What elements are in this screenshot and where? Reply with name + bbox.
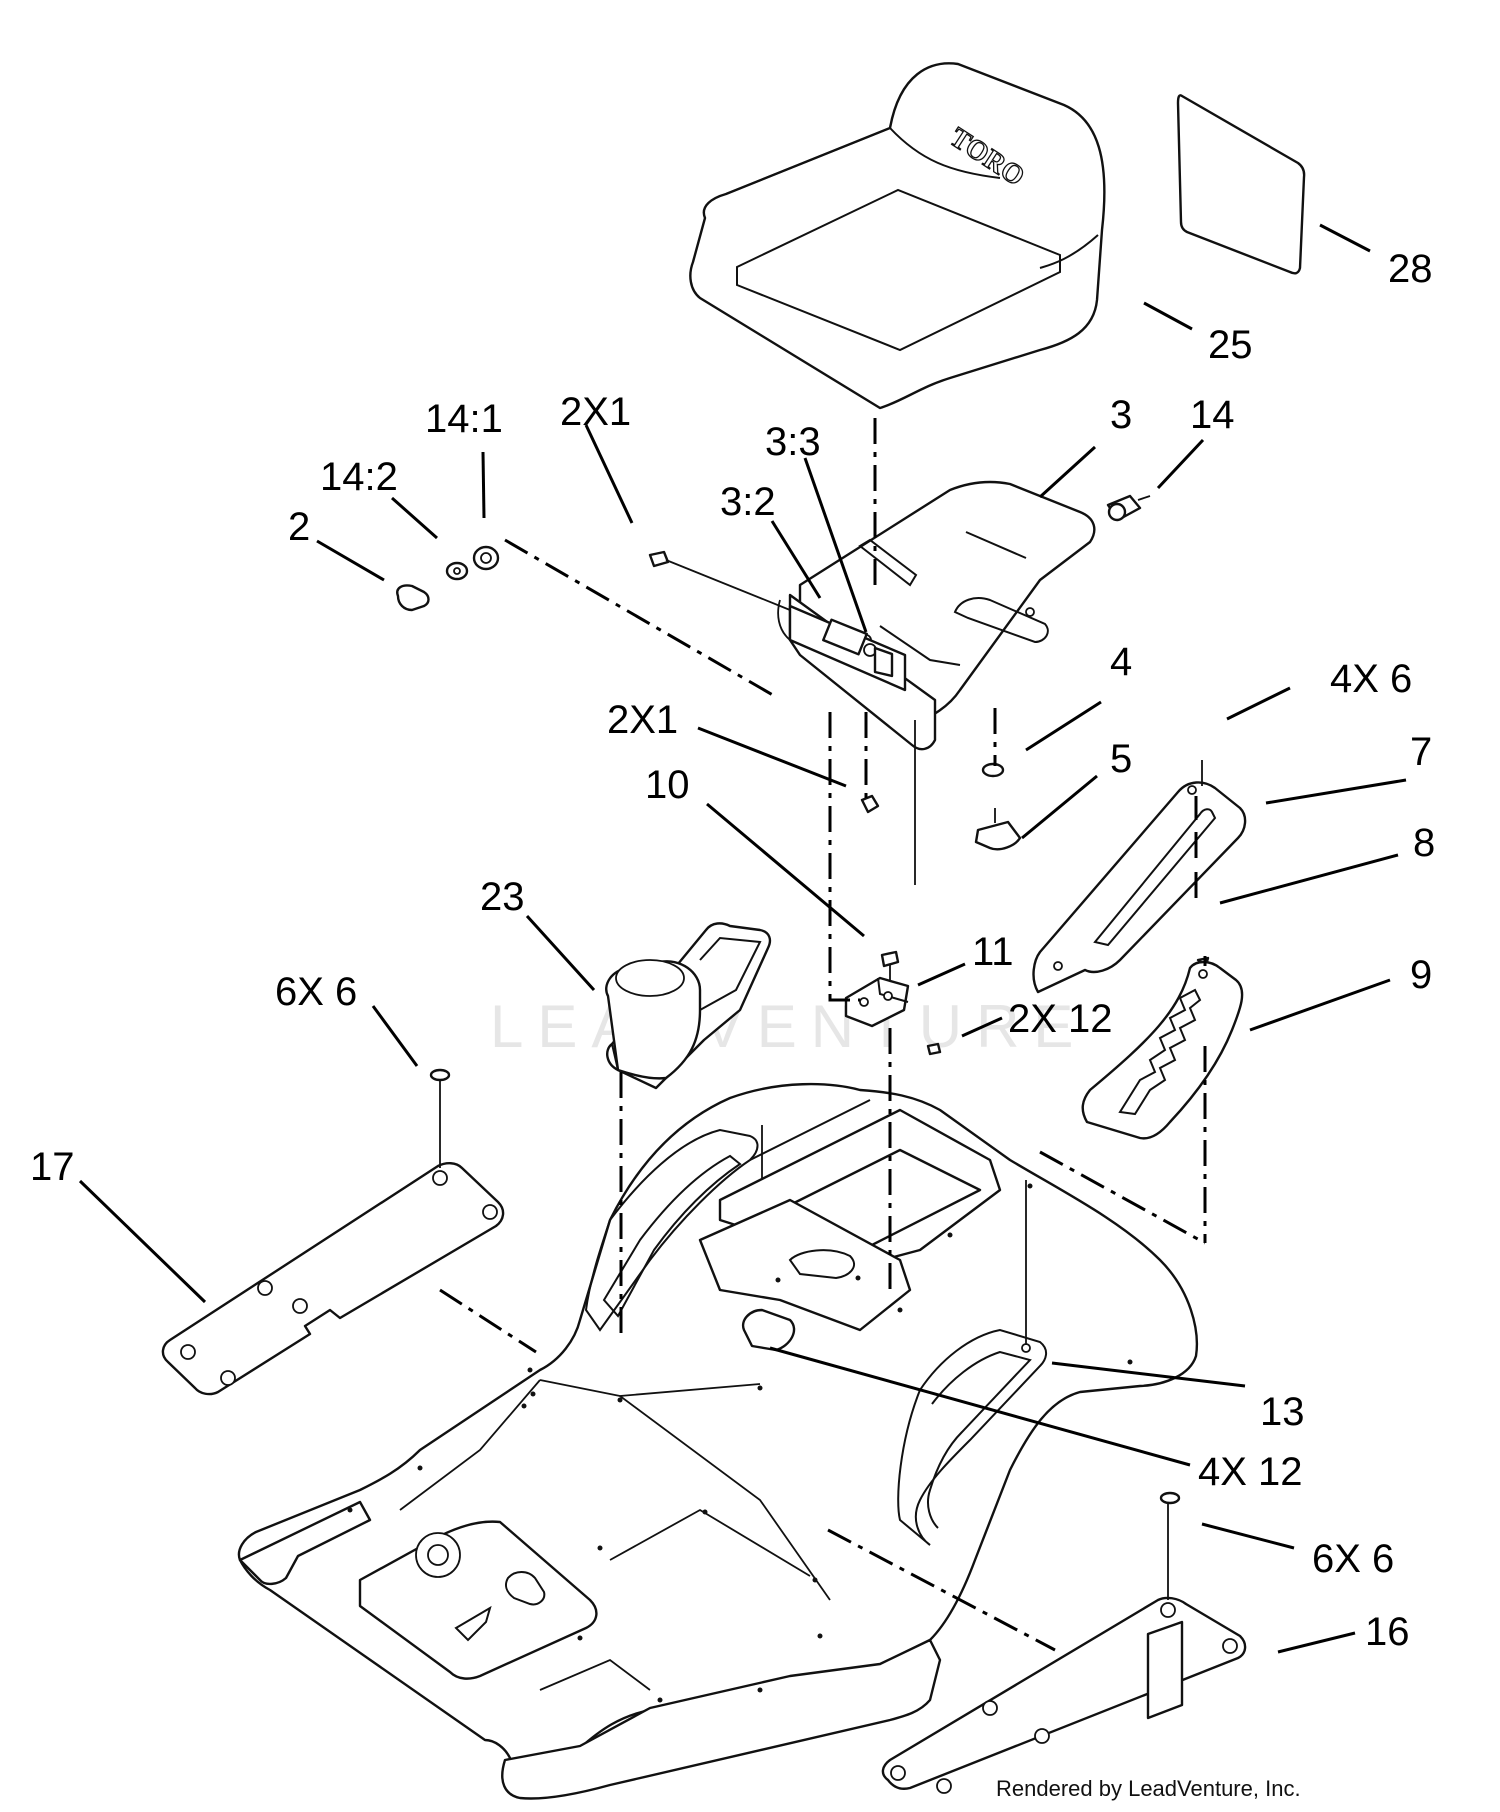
callout-7: 7	[1410, 730, 1432, 774]
part-2x1-bolt-top	[648, 550, 791, 611]
callout-3-3: 3:3	[765, 420, 821, 464]
part-16-plate	[881, 1491, 1247, 1794]
part-11-bracket	[844, 976, 910, 1028]
callout-17: 17	[30, 1145, 75, 1189]
watermark: LEADVENTURE	[490, 993, 1087, 1060]
callout-8: 8	[1413, 821, 1435, 865]
callout-14: 14	[1190, 393, 1235, 437]
part-14-switch	[1106, 494, 1151, 522]
render-credit: Rendered by LeadVenture, Inc.	[996, 1776, 1301, 1801]
callout-10: 10	[645, 763, 690, 807]
center-lines	[439, 418, 1207, 1652]
callout-14-2: 14:2	[320, 455, 398, 499]
callout-28: 28	[1388, 247, 1433, 291]
part-2x1-nut-mid	[860, 794, 880, 814]
callout-6x6-right: 6X 6	[1312, 1537, 1394, 1581]
part-4-washer	[981, 762, 1005, 778]
part-2-knob	[396, 584, 430, 612]
callout-2x1-mid: 2X1	[607, 698, 678, 742]
part-17-plate	[161, 1068, 505, 1396]
callout-11: 11	[972, 930, 1014, 974]
leader-lines	[78, 223, 1407, 1654]
part-14-1-spacer	[472, 545, 500, 571]
callout-2: 2	[288, 505, 310, 549]
part-fender-body	[237, 1082, 1198, 1800]
part-28-decal	[1176, 94, 1306, 275]
callout-labels: 28 25 3 14 14:1 2X1 3:3 14:2 3:2 2 4X 6 …	[30, 247, 1435, 1654]
callout-3: 3	[1110, 393, 1132, 437]
callout-23: 23	[480, 875, 525, 919]
part-23-cupholder	[605, 922, 772, 1090]
callout-6x6-left: 6X 6	[275, 970, 357, 1014]
part-14-2-washer	[445, 561, 469, 581]
callout-16: 16	[1365, 1610, 1410, 1654]
callout-2x1-top: 2X1	[560, 390, 631, 434]
part-25-seat: TORO	[689, 62, 1106, 410]
part-9-gate	[1081, 960, 1244, 1140]
callout-4: 4	[1110, 640, 1132, 684]
part-5-knob	[974, 808, 1022, 851]
callout-25: 25	[1208, 323, 1253, 367]
callout-5: 5	[1110, 737, 1132, 781]
callout-13: 13	[1260, 1390, 1305, 1434]
callout-4x6: 4X 6	[1330, 657, 1412, 701]
part-2x12-nut	[926, 1042, 942, 1056]
callout-3-2: 3:2	[720, 480, 776, 524]
part-3-2-bracket	[777, 599, 907, 692]
callout-9: 9	[1410, 953, 1432, 997]
part-7-plate	[1032, 760, 1247, 994]
callout-14-1: 14:1	[425, 397, 503, 441]
callout-4x12: 4X 12	[1198, 1450, 1303, 1494]
callout-2x12: 2X 12	[1008, 997, 1113, 1041]
